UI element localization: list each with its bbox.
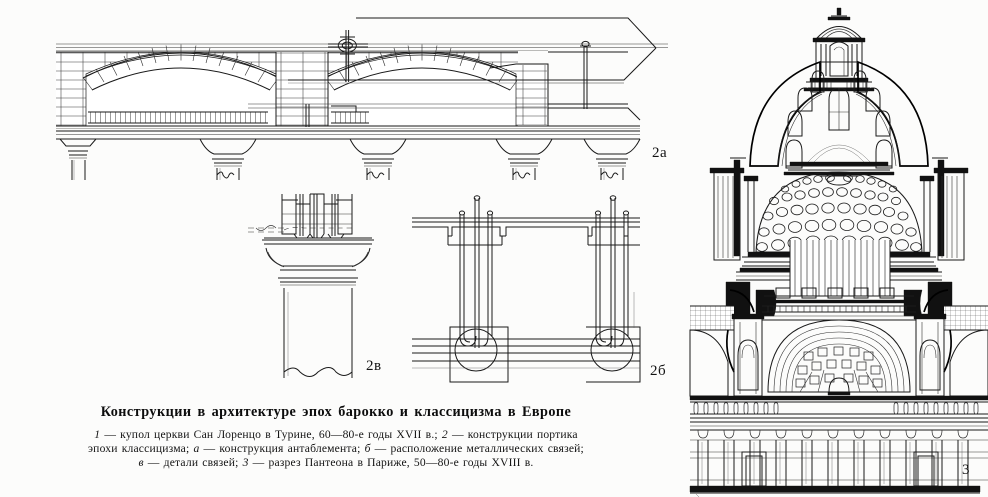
attic-plinths — [775, 287, 895, 299]
abacus-notches — [264, 233, 372, 239]
inner-coffered-dome — [755, 144, 923, 253]
dentils — [767, 306, 907, 312]
architrave-band — [56, 125, 640, 140]
caption-text-1a: — купол церкви Сан Лоренцо в Турине, 60—… — [100, 428, 442, 441]
main-entablature — [762, 287, 916, 321]
column-3 — [349, 138, 407, 180]
side-aisle-vaults — [689, 305, 988, 397]
main-colonnade — [690, 429, 988, 487]
caption-block: Конструкции в архитектуре эпох барокко и… — [0, 404, 672, 470]
figure-entablature-2a — [28, 8, 673, 180]
caption-line-2: эпохи классицизма; а — конструкция антаб… — [0, 442, 672, 456]
lantern — [803, 7, 875, 92]
base-course-lines — [412, 338, 640, 369]
dome-coffers — [756, 174, 922, 252]
caption-text-2c: — расположение металлических связей; — [370, 442, 584, 455]
figure-label-3: 3 — [962, 462, 970, 478]
column-1 — [59, 138, 97, 180]
caption-line-3: в — детали связей; 3 — разрез Пантеона в… — [0, 456, 672, 470]
caption-text-1b: — конструкции портика — [447, 428, 578, 441]
balusters — [693, 402, 979, 415]
drum-peristyle — [709, 157, 969, 261]
embedded-tie-bars — [299, 194, 336, 238]
caption-text-2a: эпохи классицизма; — [88, 442, 194, 455]
caption-text-2b: — конструкция антаблемента; — [199, 442, 365, 455]
drum-columns — [747, 180, 931, 252]
caption-ref-v: в — [138, 456, 144, 469]
lantern-balustrade — [810, 82, 868, 88]
ceiling-slab — [248, 17, 657, 127]
metal-tie-rod-ring-left — [328, 30, 368, 82]
outer-dome-shell — [749, 60, 929, 167]
apse-semidome — [767, 319, 911, 396]
caption-ref-a: а — [193, 442, 200, 455]
figure-label-2v: 2в — [366, 358, 382, 374]
caption-text-3a: — детали связей; — [143, 456, 243, 469]
caption-title: Конструкции в архитектуре эпох барокко и… — [100, 404, 572, 420]
figure-label-2a: 2а — [652, 145, 668, 161]
column-neck — [278, 269, 358, 286]
anchorage-circles — [454, 328, 634, 372]
caption-text-3b: — разрез Пантеона в Париже, 50—80-е годы… — [248, 456, 534, 469]
figure-tie-details-2v — [248, 193, 388, 384]
floor-base — [689, 485, 981, 497]
tie-rods-left — [458, 195, 494, 348]
caption-ref-3: 3 — [242, 456, 249, 469]
base-blocks — [449, 326, 641, 383]
figure-pantheon-section-3 — [689, 0, 988, 497]
gallery-balustrade — [689, 395, 988, 427]
column-4 — [495, 138, 553, 180]
figure-label-2b: 2б — [650, 363, 667, 379]
column-capital — [262, 239, 374, 268]
caption-ref-b: б — [364, 442, 371, 455]
tie-rods-right — [594, 195, 630, 348]
apse-coffers — [795, 346, 883, 388]
relieving-arch-left — [82, 44, 280, 127]
column-shaft — [283, 288, 353, 378]
figure-tie-layout-2b — [412, 195, 641, 384]
central-pier — [275, 52, 329, 126]
caption-line-1: 1 — купол церкви Сан Лоренцо в Турине, 6… — [0, 428, 672, 442]
column-2 — [199, 138, 257, 180]
caption-ref-2: 2 — [441, 428, 448, 441]
metal-tie-rod-right — [580, 40, 591, 109]
column-5 — [583, 138, 641, 180]
caption-ref-1: 1 — [94, 428, 101, 441]
horizontal-tie-dashed — [248, 225, 352, 233]
cornice-profile — [412, 217, 640, 246]
column-shafts — [697, 440, 969, 486]
corinthian-capitals — [697, 429, 969, 439]
right-masonry-block — [489, 63, 549, 127]
middle-dome-windows — [781, 70, 897, 169]
